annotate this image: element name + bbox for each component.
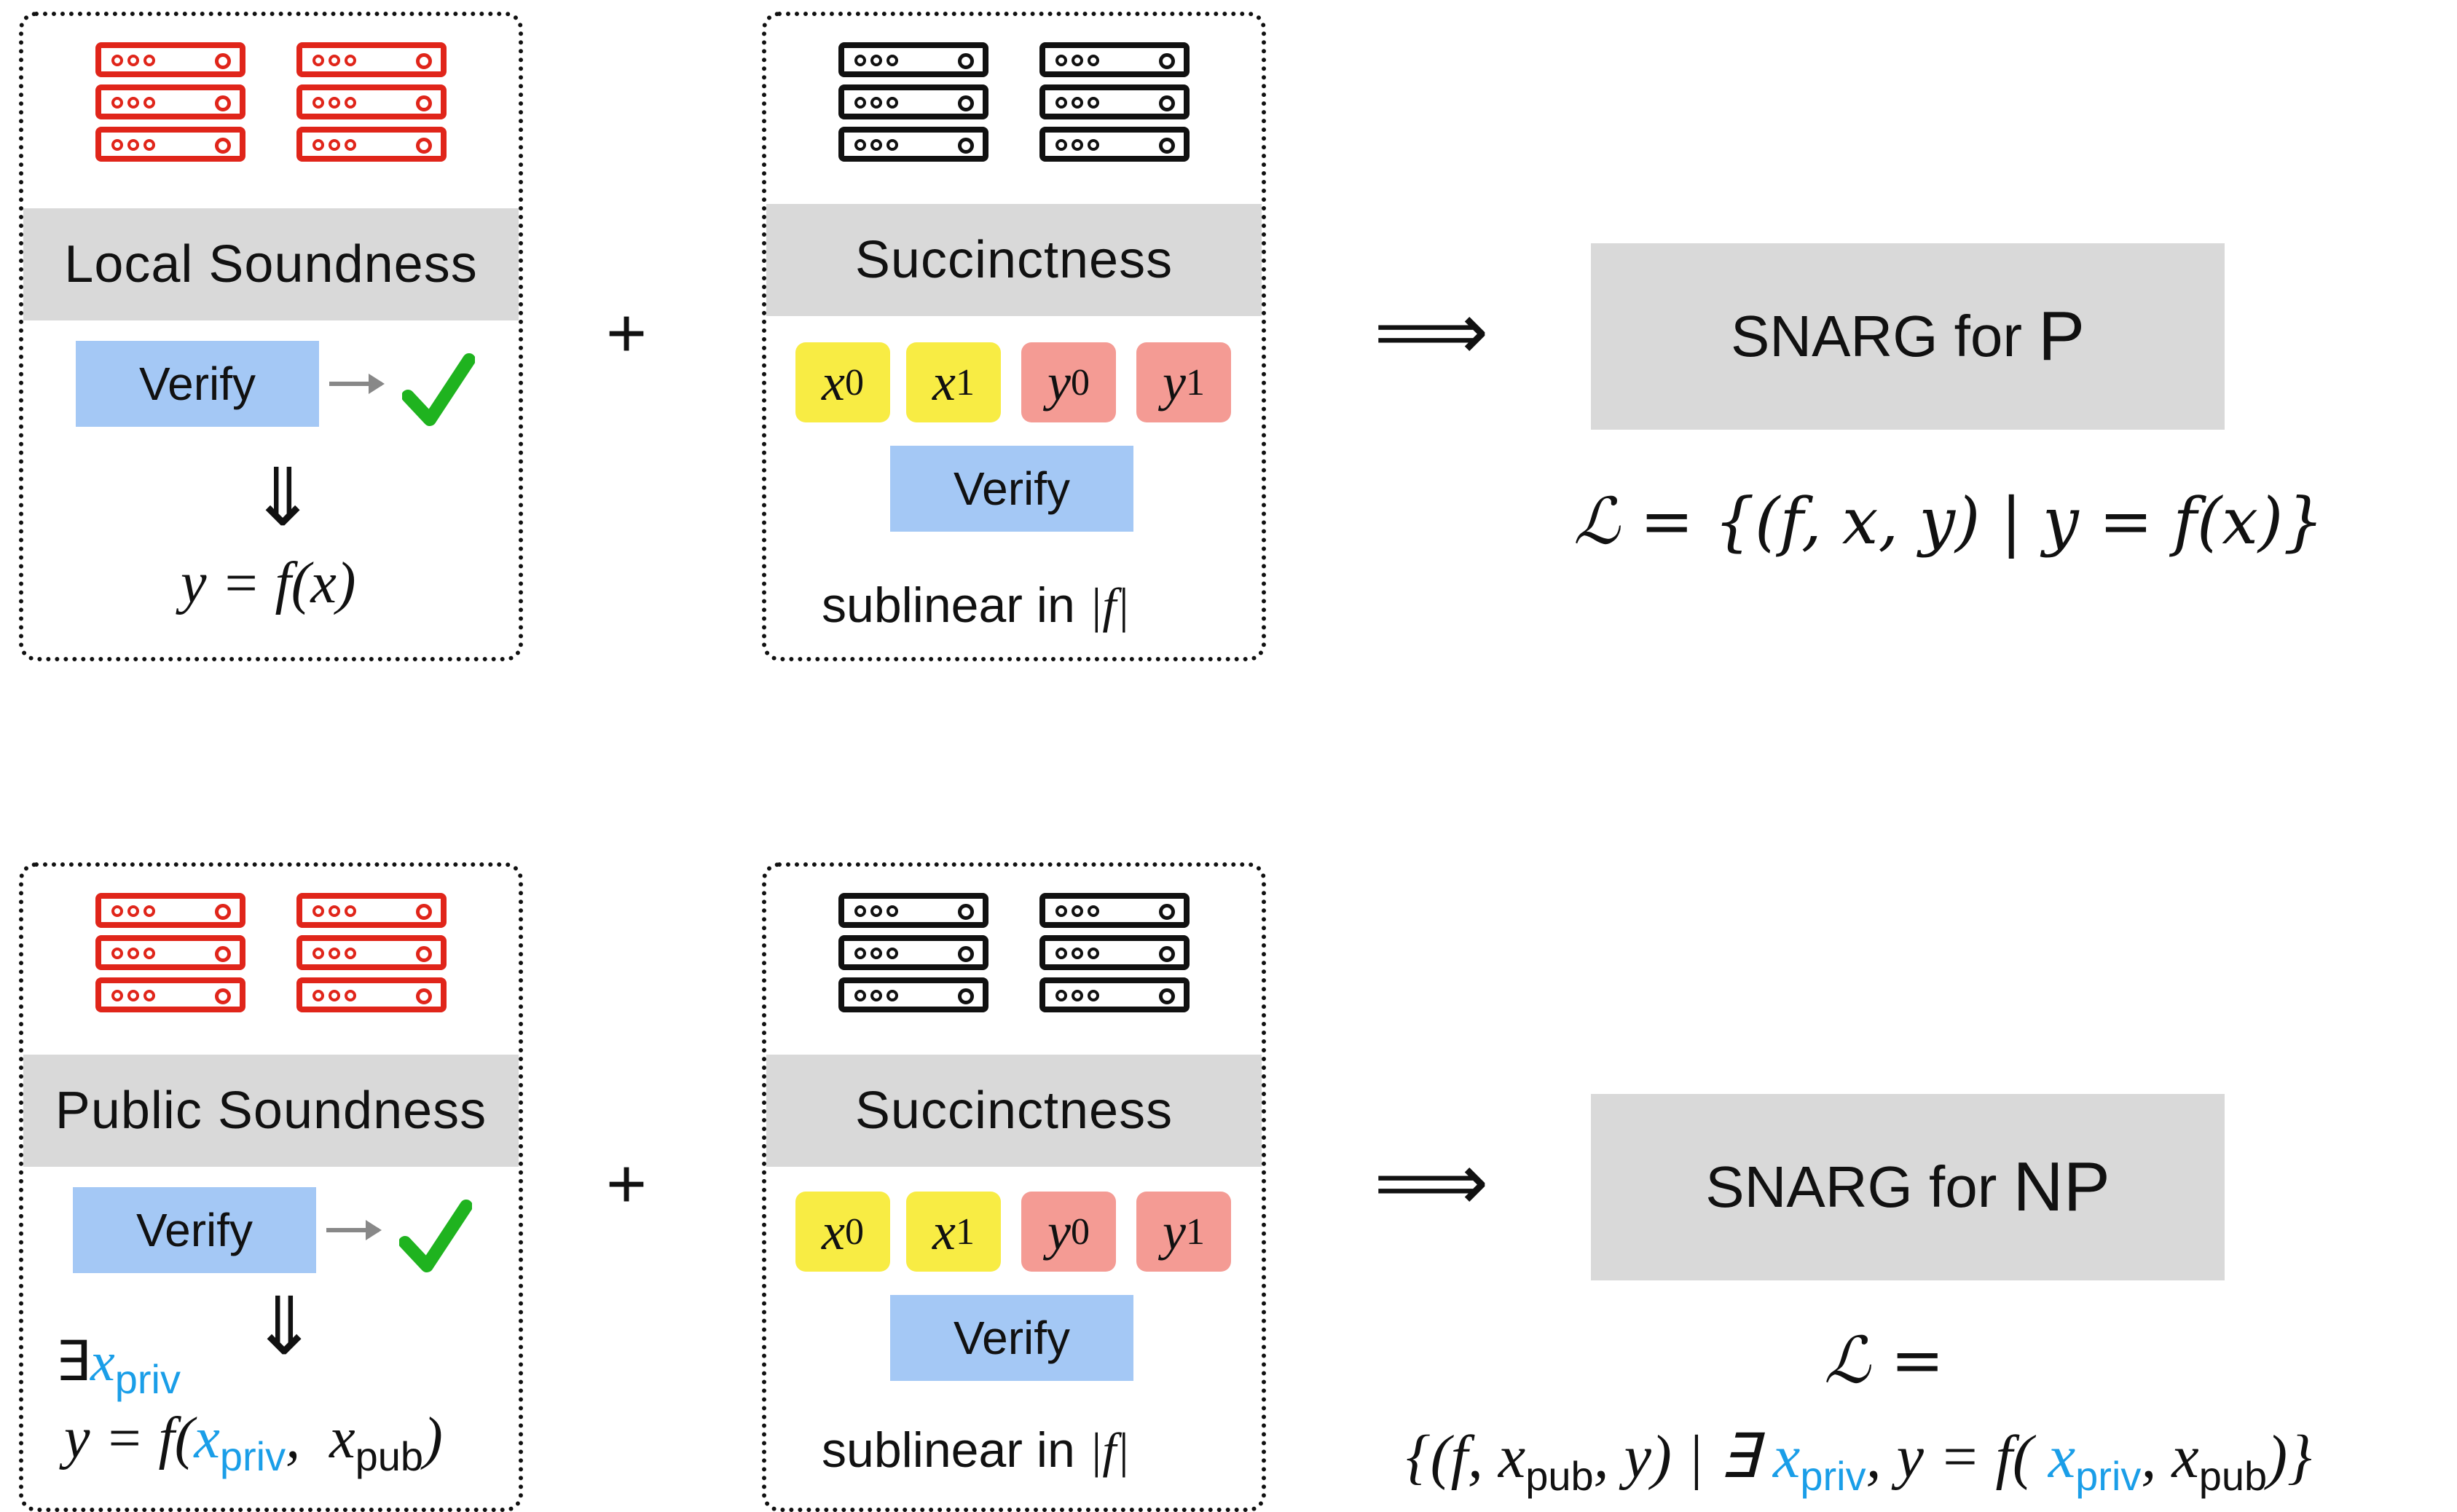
checkmark-icon	[402, 353, 475, 426]
public-soundness-banner: Public Soundness	[23, 1055, 519, 1167]
arrow-right	[329, 374, 385, 394]
verify-box: Verify	[73, 1187, 316, 1273]
succinctness-banner: Succinctness	[766, 204, 1262, 316]
succinctness-banner: Succinctness	[766, 1055, 1262, 1167]
verify-box: Verify	[76, 341, 319, 427]
local-conclusion: y = f(x)	[181, 551, 356, 615]
server-rack-icon	[838, 893, 988, 1012]
arrow-right	[326, 1220, 382, 1240]
black-servers	[766, 893, 1262, 1012]
server-rack-icon	[1039, 893, 1190, 1012]
black-servers	[766, 42, 1262, 162]
verify-box: Verify	[890, 1295, 1133, 1381]
checkmark-icon	[399, 1200, 472, 1272]
server-rack-icon	[95, 42, 245, 162]
language-definition-p: ℒ = {(f, x, y) | y = f(x)}	[1573, 484, 2324, 559]
plus-sign: +	[606, 1145, 648, 1223]
implies-down-arrow: ⇓	[251, 1280, 318, 1373]
language-definition-np-line1: ℒ =	[1824, 1323, 1945, 1398]
public-conclusion: y = f(xpriv, xpub)	[64, 1406, 443, 1479]
sublinear-caption: sublinear in |f|	[822, 1422, 1130, 1478]
snarg-label: SNARG for	[1730, 304, 2023, 369]
snarg-for-p-box: SNARG for P	[1591, 243, 2225, 430]
server-rack-icon	[95, 893, 245, 1012]
implies-down-arrow: ⇓	[249, 451, 317, 544]
language-definition-np-line2: {(f, xpub, y) | ∃ xpriv, y = f( xpriv, x…	[1406, 1423, 2312, 1499]
snarg-for-np-box: SNARG for NP	[1591, 1094, 2225, 1280]
complexity-class: NP	[2013, 1148, 2110, 1226]
local-soundness-banner: Local Soundness	[23, 208, 519, 320]
plus-sign: +	[606, 294, 648, 372]
implies-arrow: ⟹	[1374, 1135, 1489, 1229]
server-rack-icon	[296, 42, 447, 162]
server-rack-icon	[1039, 42, 1190, 162]
sublinear-caption: sublinear in |f|	[822, 578, 1130, 633]
server-rack-icon	[838, 42, 988, 162]
complexity-class: P	[2038, 297, 2085, 375]
server-rack-icon	[296, 893, 447, 1012]
verify-box: Verify	[890, 446, 1133, 532]
snarg-label: SNARG for	[1705, 1154, 1997, 1219]
red-servers	[23, 893, 519, 1012]
public-soundness-panel: Public Soundness Verify ⇓ ∃xpriv y = f(x…	[19, 862, 523, 1512]
local-soundness-panel: Local Soundness Verify ⇓ y = f(x)	[19, 12, 523, 661]
implies-arrow: ⟹	[1374, 285, 1489, 378]
red-servers	[23, 42, 519, 162]
exists-private-input: ∃xpriv	[55, 1331, 181, 1402]
